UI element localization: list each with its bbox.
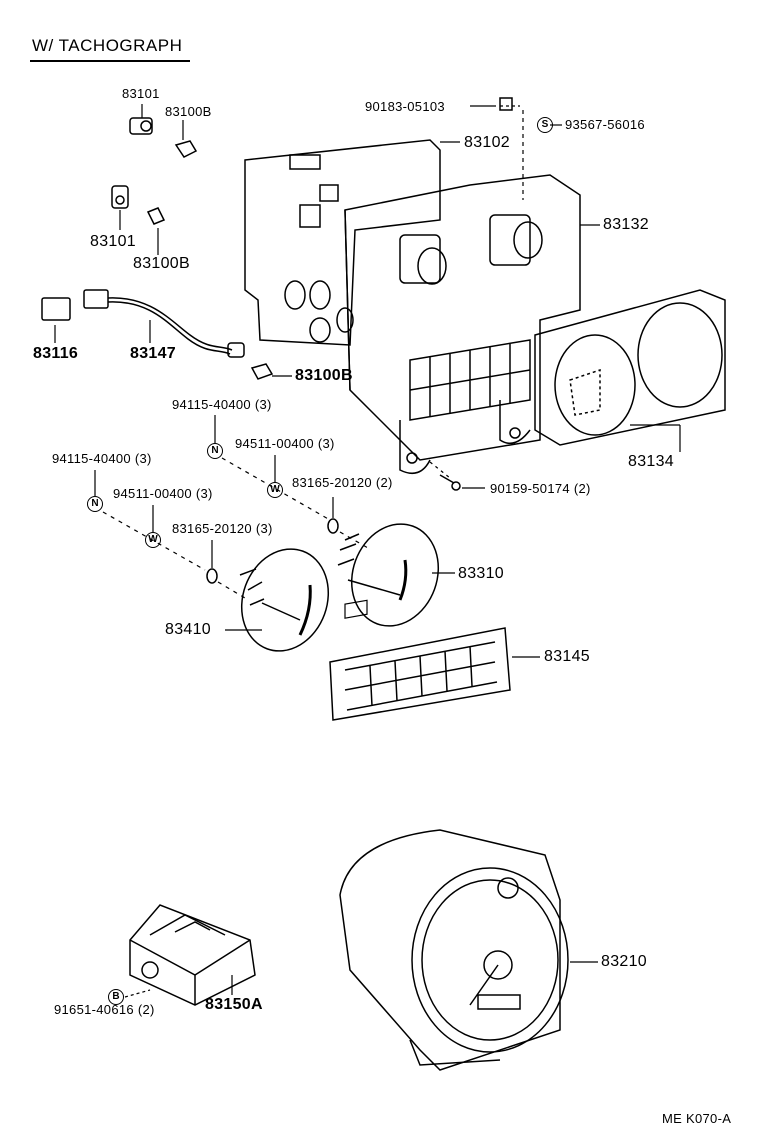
part-label: 83150A <box>205 996 263 1013</box>
part-label: 91651-40616 (2) <box>54 1002 155 1017</box>
clip-90183 <box>499 97 513 111</box>
part-label: 83147 <box>130 345 176 362</box>
part-label: 83310 <box>458 565 504 582</box>
part-label: 83132 <box>603 216 649 233</box>
part-label: 83145 <box>544 648 590 665</box>
screw-symbol: S <box>537 117 553 133</box>
part-label: 83116 <box>33 345 79 362</box>
leader-lines <box>54 104 681 998</box>
part-label: 93567-56016 <box>565 117 645 132</box>
part-label: 83165-20120 (3) <box>172 521 273 536</box>
washer-symbol: W <box>267 482 283 498</box>
part-label: 94511-00400 (3) <box>113 486 213 501</box>
part-label: 83101 <box>90 233 136 250</box>
harness-83147 <box>83 289 274 380</box>
bulb-83100B-b <box>146 207 166 225</box>
part-label: 94115-40400 (3) <box>52 451 152 466</box>
nut-symbol: N <box>87 496 103 512</box>
bolt-symbol: B <box>108 989 124 1005</box>
washer-symbol: W <box>145 532 161 548</box>
fuel-gauge-83310 <box>337 523 440 627</box>
socket-83101-b <box>111 185 129 209</box>
window-plate-83145 <box>329 599 511 721</box>
part-label: 94511-00400 (3) <box>235 436 335 451</box>
title-underline <box>30 60 190 62</box>
bulb-83100B-a <box>174 140 198 158</box>
part-label: 83101 <box>122 86 160 101</box>
part-label: 94115-40400 (3) <box>172 397 272 412</box>
washer-83165-b <box>206 568 218 584</box>
part-label: 83102 <box>464 134 510 151</box>
washer-83165-a <box>327 518 339 534</box>
part-label: 83100B <box>295 367 353 384</box>
part-label: 83100B <box>133 255 190 272</box>
circuit-plate-83102 <box>244 139 441 346</box>
connector-83116 <box>41 297 71 321</box>
meter-case-83134 <box>534 289 726 446</box>
part-label: 83210 <box>601 953 647 970</box>
footer-code: ME K070-A <box>662 1111 732 1126</box>
socket-83101-a <box>129 117 153 135</box>
unit-83150A <box>129 904 256 1006</box>
part-label: 83134 <box>628 453 674 470</box>
housing-83132 <box>344 174 581 475</box>
part-label: 90159-50174 (2) <box>490 481 591 496</box>
diagram-title: W/ TACHOGRAPH <box>32 36 183 55</box>
part-label: 83410 <box>165 621 211 638</box>
part-label: 83100B <box>165 104 212 119</box>
nut-symbol: N <box>207 443 223 459</box>
tachograph-83210 <box>339 829 569 1071</box>
part-label: 90183-05103 <box>365 99 445 114</box>
part-label: 83165-20120 (2) <box>292 475 393 490</box>
screw-90159 <box>439 474 461 491</box>
temp-gauge-83410 <box>239 548 330 652</box>
